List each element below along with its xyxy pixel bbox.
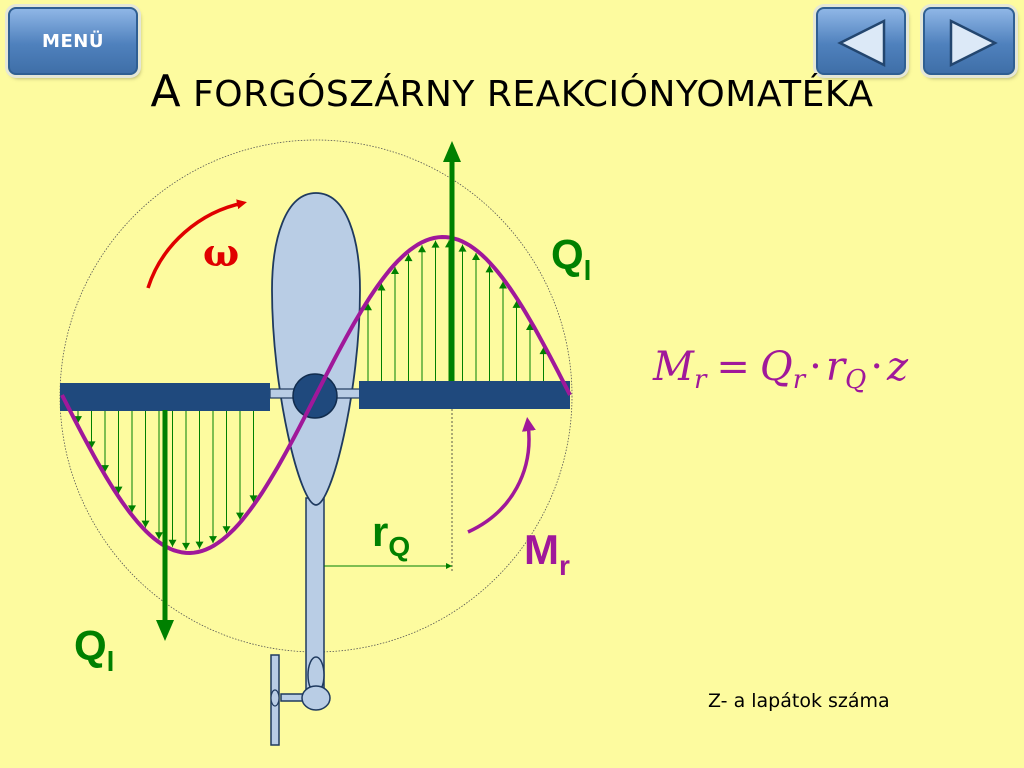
- distributed-forces: [74, 240, 548, 550]
- mr-label: Mr: [524, 526, 570, 581]
- rotation-arrow: [146, 199, 247, 289]
- force-arrowhead-9: [195, 541, 204, 549]
- next-slide-button[interactable]: [923, 7, 1015, 75]
- force-arrowhead-5: [141, 520, 150, 528]
- fuselage: [271, 192, 361, 506]
- tail-boom: [270, 497, 331, 746]
- page-title: A FORGÓSZÁRNY REAKCIÓNYOMATÉKA: [0, 66, 1024, 117]
- force-arrowhead-13: [249, 495, 258, 503]
- triangle-right-icon: [949, 18, 998, 68]
- resultant-force-down-arrow: [156, 410, 174, 641]
- resultant-force-up-arrow: [443, 141, 461, 381]
- rotor-disc-circle: [59, 139, 573, 653]
- force-arrowhead-0: [74, 416, 82, 424]
- footnote-text: Z- a lapátok száma: [708, 690, 890, 712]
- triangle-left-icon: [837, 18, 886, 68]
- force-arrowhead-15: [377, 283, 386, 291]
- force-arrowhead-27: [539, 347, 548, 355]
- force-arrowhead-19: [431, 240, 440, 248]
- force-distribution-curve: [60, 234, 572, 556]
- radius-dimension-line: [324, 563, 452, 569]
- force-arrowhead-16: [391, 267, 399, 275]
- q-top-label: Ql: [551, 231, 591, 286]
- force-arrowhead-17: [404, 254, 413, 262]
- force-arrowhead-3: [114, 486, 123, 494]
- reaction-moment-arrow: [467, 417, 536, 534]
- page-title-first-letter: A: [150, 66, 182, 117]
- omega-label: ω: [203, 230, 239, 275]
- force-arrowhead-4: [128, 505, 136, 513]
- rq-label: rQ: [372, 508, 410, 562]
- force-arrowhead-2: [101, 465, 109, 473]
- force-arrowhead-26: [526, 322, 534, 330]
- force-arrowhead-23: [485, 265, 494, 273]
- force-arrowhead-11: [222, 526, 231, 534]
- torque-formula: Mr=Qr·rQ·z: [652, 344, 909, 395]
- force-arrowhead-1: [87, 441, 96, 449]
- previous-slide-button[interactable]: [816, 7, 906, 75]
- force-arrowhead-7: [168, 539, 177, 547]
- force-arrowhead-12: [236, 512, 244, 520]
- force-arrowhead-24: [499, 281, 507, 289]
- force-arrowhead-18: [418, 245, 426, 253]
- force-arrowhead-25: [512, 300, 521, 308]
- force-arrowhead-8: [182, 542, 190, 550]
- force-arrowhead-6: [155, 532, 163, 540]
- rotor-blade-right: [359, 381, 570, 409]
- force-arrowhead-14: [364, 303, 372, 311]
- force-arrowhead-21: [458, 244, 467, 252]
- rotor-blade-left: [60, 383, 270, 411]
- force-arrowhead-22: [472, 252, 480, 260]
- force-arrowhead-10: [209, 536, 217, 544]
- menu-button[interactable]: MENÜ: [8, 7, 138, 75]
- q-bottom-label: Ql: [74, 622, 114, 677]
- page-title-rest: FORGÓSZÁRNY REAKCIÓNYOMATÉKA: [193, 74, 874, 115]
